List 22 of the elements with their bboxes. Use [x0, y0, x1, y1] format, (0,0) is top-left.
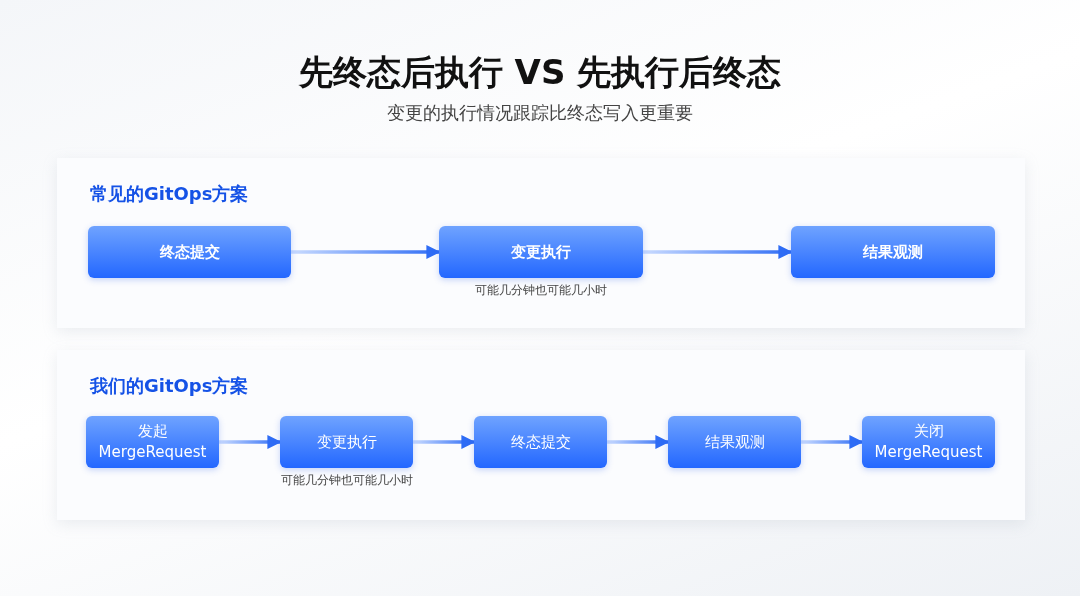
panel-heading: 我们的GitOps方案	[90, 374, 249, 398]
process-box: 结果观测	[791, 226, 995, 278]
arrow	[219, 435, 282, 449]
process-box: 终态提交	[88, 226, 291, 278]
process-box: 关闭 MergeRequest	[862, 416, 995, 468]
panel-heading: 常见的GitOps方案	[90, 182, 249, 206]
process-box: 变更执行	[439, 226, 643, 278]
title: 先终态后执行 VS 先执行后终态	[297, 51, 783, 94]
arrow	[801, 435, 864, 449]
process-box: 结果观测	[668, 416, 801, 468]
process-box: 变更执行	[280, 416, 413, 468]
subtitle: 变更的执行情况跟踪比终态写入更重要	[386, 101, 694, 125]
panel	[57, 350, 1025, 520]
arrow	[607, 435, 670, 449]
arrow	[291, 245, 441, 259]
panel	[57, 158, 1025, 328]
duration-note: 可能几分钟也可能几小时	[280, 472, 413, 489]
arrow	[413, 435, 476, 449]
process-box: 终态提交	[474, 416, 607, 468]
duration-note: 可能几分钟也可能几小时	[475, 282, 607, 299]
process-box: 发起 MergeRequest	[86, 416, 219, 468]
arrow	[643, 245, 793, 259]
